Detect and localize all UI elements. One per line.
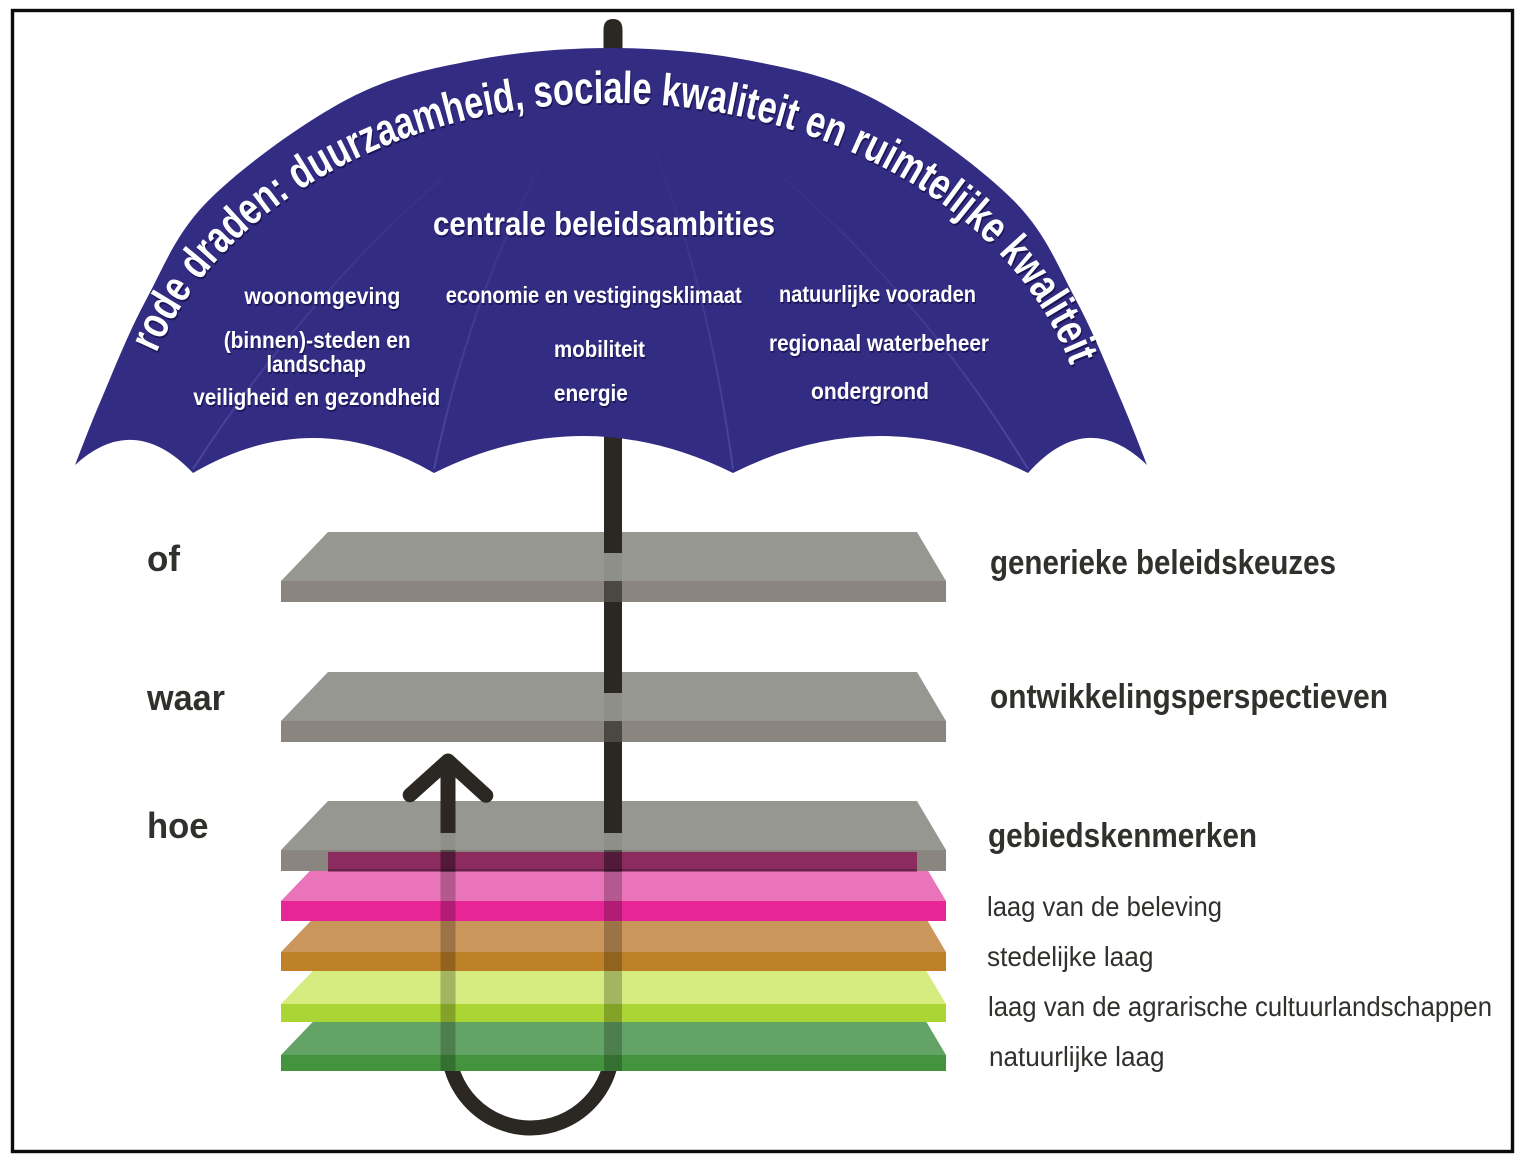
svg-text:ondergrond: ondergrond	[811, 378, 929, 404]
svg-text:laag van de agrarische cultuur: laag van de agrarische cultuurlandschapp…	[988, 991, 1492, 1022]
svg-text:waar: waar	[146, 677, 225, 718]
svg-text:(binnen)-steden en: (binnen)-steden en	[224, 327, 411, 353]
svg-text:veiligheid en gezondheid: veiligheid en gezondheid	[193, 384, 440, 410]
svg-text:mobiliteit: mobiliteit	[554, 336, 645, 362]
svg-text:stedelijke laag: stedelijke laag	[987, 941, 1154, 972]
svg-text:natuurlijke vooraden: natuurlijke vooraden	[779, 281, 976, 307]
svg-text:generieke beleidskeuzes: generieke beleidskeuzes	[990, 544, 1336, 582]
svg-text:economie en vestigingsklimaat: economie en vestigingsklimaat	[446, 282, 742, 308]
svg-text:ontwikkelingsperspectieven: ontwikkelingsperspectieven	[990, 678, 1388, 716]
svg-text:hoe: hoe	[147, 805, 209, 846]
svg-text:centrale beleidsambities: centrale beleidsambities	[433, 205, 775, 242]
svg-text:energie: energie	[554, 380, 628, 406]
svg-text:natuurlijke laag: natuurlijke laag	[989, 1041, 1165, 1072]
svg-text:landschap: landschap	[267, 351, 367, 377]
svg-text:woonomgeving: woonomgeving	[243, 283, 400, 309]
svg-text:of: of	[147, 538, 181, 579]
svg-text:gebiedskenmerken: gebiedskenmerken	[988, 817, 1257, 855]
svg-text:regionaal waterbeheer: regionaal waterbeheer	[769, 330, 989, 356]
svg-text:laag van de beleving: laag van de beleving	[987, 891, 1222, 922]
